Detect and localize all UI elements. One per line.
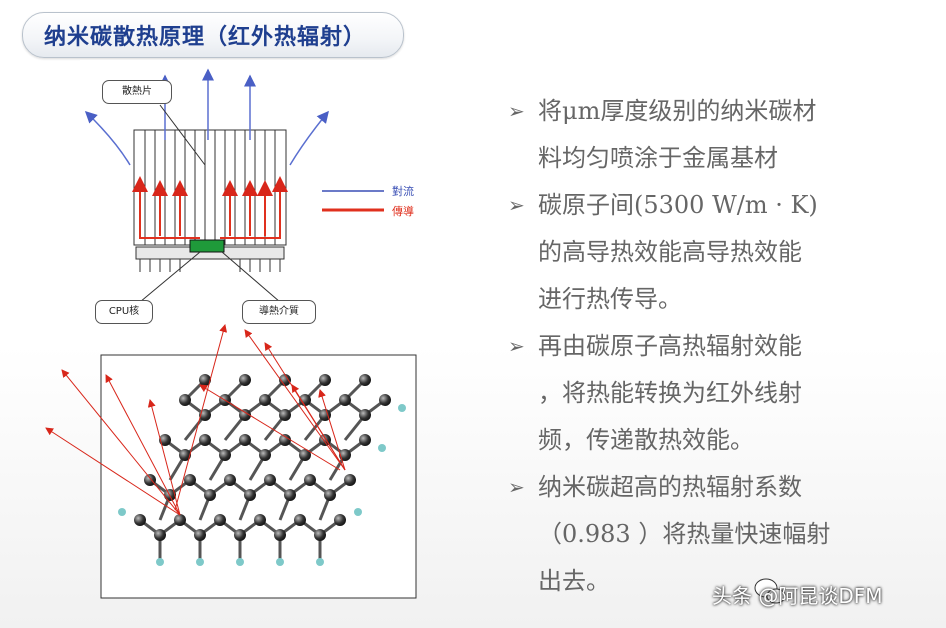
- cpu-chip: [189, 239, 225, 253]
- legend-conduction-label: 傳導: [392, 205, 414, 218]
- watermark: 头条 @阿昆谈DFM: [712, 584, 883, 608]
- bullet-line: 纳米碳超高的热辐射系数: [538, 473, 802, 501]
- arrowhead-icon: ➢: [508, 193, 525, 217]
- page-title: 纳米碳散热原理（红外热辐射）: [44, 25, 367, 50]
- bullet-line: ，将热能转换为红外线射: [538, 379, 802, 407]
- bullet-line: 出去。: [538, 567, 610, 595]
- bullet-line: 再由碳原子高热辐射效能: [538, 332, 802, 360]
- bullet-item: ➢ 将μm厚度级别的纳米碳材 料均匀喷涂于金属基材: [508, 88, 938, 182]
- bullet-item: ➢ 再由碳原子高热辐射效能 ，将热能转换为红外线射 频，传递散热效能。: [508, 323, 938, 464]
- bullet-line: （0.983 ）将热量快速幅射: [538, 520, 831, 548]
- graphene-lattice: [118, 374, 406, 566]
- bullet-line: 频，传递散热效能。: [538, 426, 754, 454]
- callout-lines: [139, 104, 281, 303]
- fin-label: 散熱片: [102, 80, 172, 104]
- bullet-line: 进行热传导。: [538, 285, 682, 313]
- legend-convection-label: 對流: [392, 185, 414, 198]
- bullet-item: ➢ 碳原子间(5300 W/m · K) 的高导热效能高导热效能 进行热传导。: [508, 182, 938, 323]
- bullet-line: 的高导热效能高导热效能: [538, 238, 802, 266]
- bullet-line: 将μm厚度级别的纳米碳材: [538, 97, 817, 125]
- bullet-list: ➢ 将μm厚度级别的纳米碳材 料均匀喷涂于金属基材 ➢ 碳原子间(5300 W/…: [508, 88, 938, 605]
- medium-label: 導熱介質: [242, 300, 316, 324]
- bullet-line: 碳原子间(5300 W/m · K): [538, 191, 818, 219]
- wechat-icon: [754, 578, 786, 604]
- infrared-radiation-arrows: [45, 324, 346, 516]
- title-banner: [22, 12, 404, 58]
- bullet-line: 料均匀喷涂于金属基材: [538, 144, 778, 172]
- bullet-item: ➢ 纳米碳超高的热辐射系数 （0.983 ）将热量快速幅射 出去。: [508, 464, 938, 605]
- arrowhead-icon: ➢: [508, 99, 525, 123]
- arrowhead-icon: ➢: [508, 334, 525, 358]
- arrowhead-icon: ➢: [508, 475, 525, 499]
- cpu-label: CPU核: [95, 300, 153, 324]
- conduction-arrows: [132, 176, 288, 239]
